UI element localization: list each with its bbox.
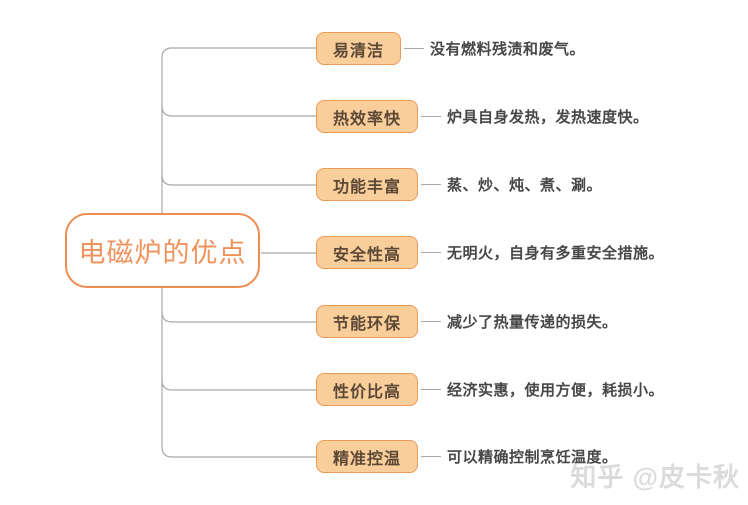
branch-row: 功能丰富 蒸、炒、炖、煮、涮。 [316,168,602,201]
branch-row: 性价比高 经济实惠，使用方便，耗损小。 [316,373,664,406]
connector-stub [404,48,425,49]
branch-row: 热效率快 炉具自身发热，发热速度快。 [316,100,649,133]
branch-description: 蒸、炒、炖、煮、涮。 [447,177,603,194]
branch-row: 精准控温 可以精确控制烹饪温度。 [316,440,618,473]
branch-description: 没有燃料残渍和废气。 [430,41,586,58]
branch-description: 可以精确控制烹饪温度。 [447,449,618,466]
branch-node: 节能环保 [316,305,419,338]
branch-node: 性价比高 [316,373,419,406]
branch-row: 易清洁 没有燃料残渍和废气。 [316,32,585,65]
connector-branch-6 [161,379,318,391]
branch-row: 节能环保 减少了热量传递的损失。 [316,305,618,338]
branch-node: 易清洁 [316,32,402,65]
branch-row: 安全性高 无明火，自身有多重安全措施。 [316,236,664,269]
branch-node: 安全性高 [316,236,419,269]
connector-stub [421,116,442,117]
connector-branch-5 [161,311,318,323]
root-node: 电磁炉的优点 [65,213,260,288]
connector-branch-1 [161,47,318,59]
branch-node: 热效率快 [316,100,419,133]
connector-stub [421,389,442,390]
connector-stub [421,184,442,185]
connector-branch-2 [161,105,318,117]
connector-stub [421,321,442,322]
branch-description: 无明火，自身有多重安全措施。 [447,245,665,262]
connector-branch-3 [161,174,318,186]
connector-stub [421,252,442,253]
branch-description: 减少了热量传递的损失。 [447,314,618,331]
connector-stub [421,456,442,457]
connector-branch-7 [161,446,318,458]
branch-node: 精准控温 [316,440,419,473]
branch-description: 经济实惠，使用方便，耗损小。 [447,382,665,399]
zhihu-watermark: 知乎 @皮卡秋 [570,462,740,492]
branch-node: 功能丰富 [316,168,419,201]
branch-description: 炉具自身发热，发热速度快。 [447,109,649,126]
